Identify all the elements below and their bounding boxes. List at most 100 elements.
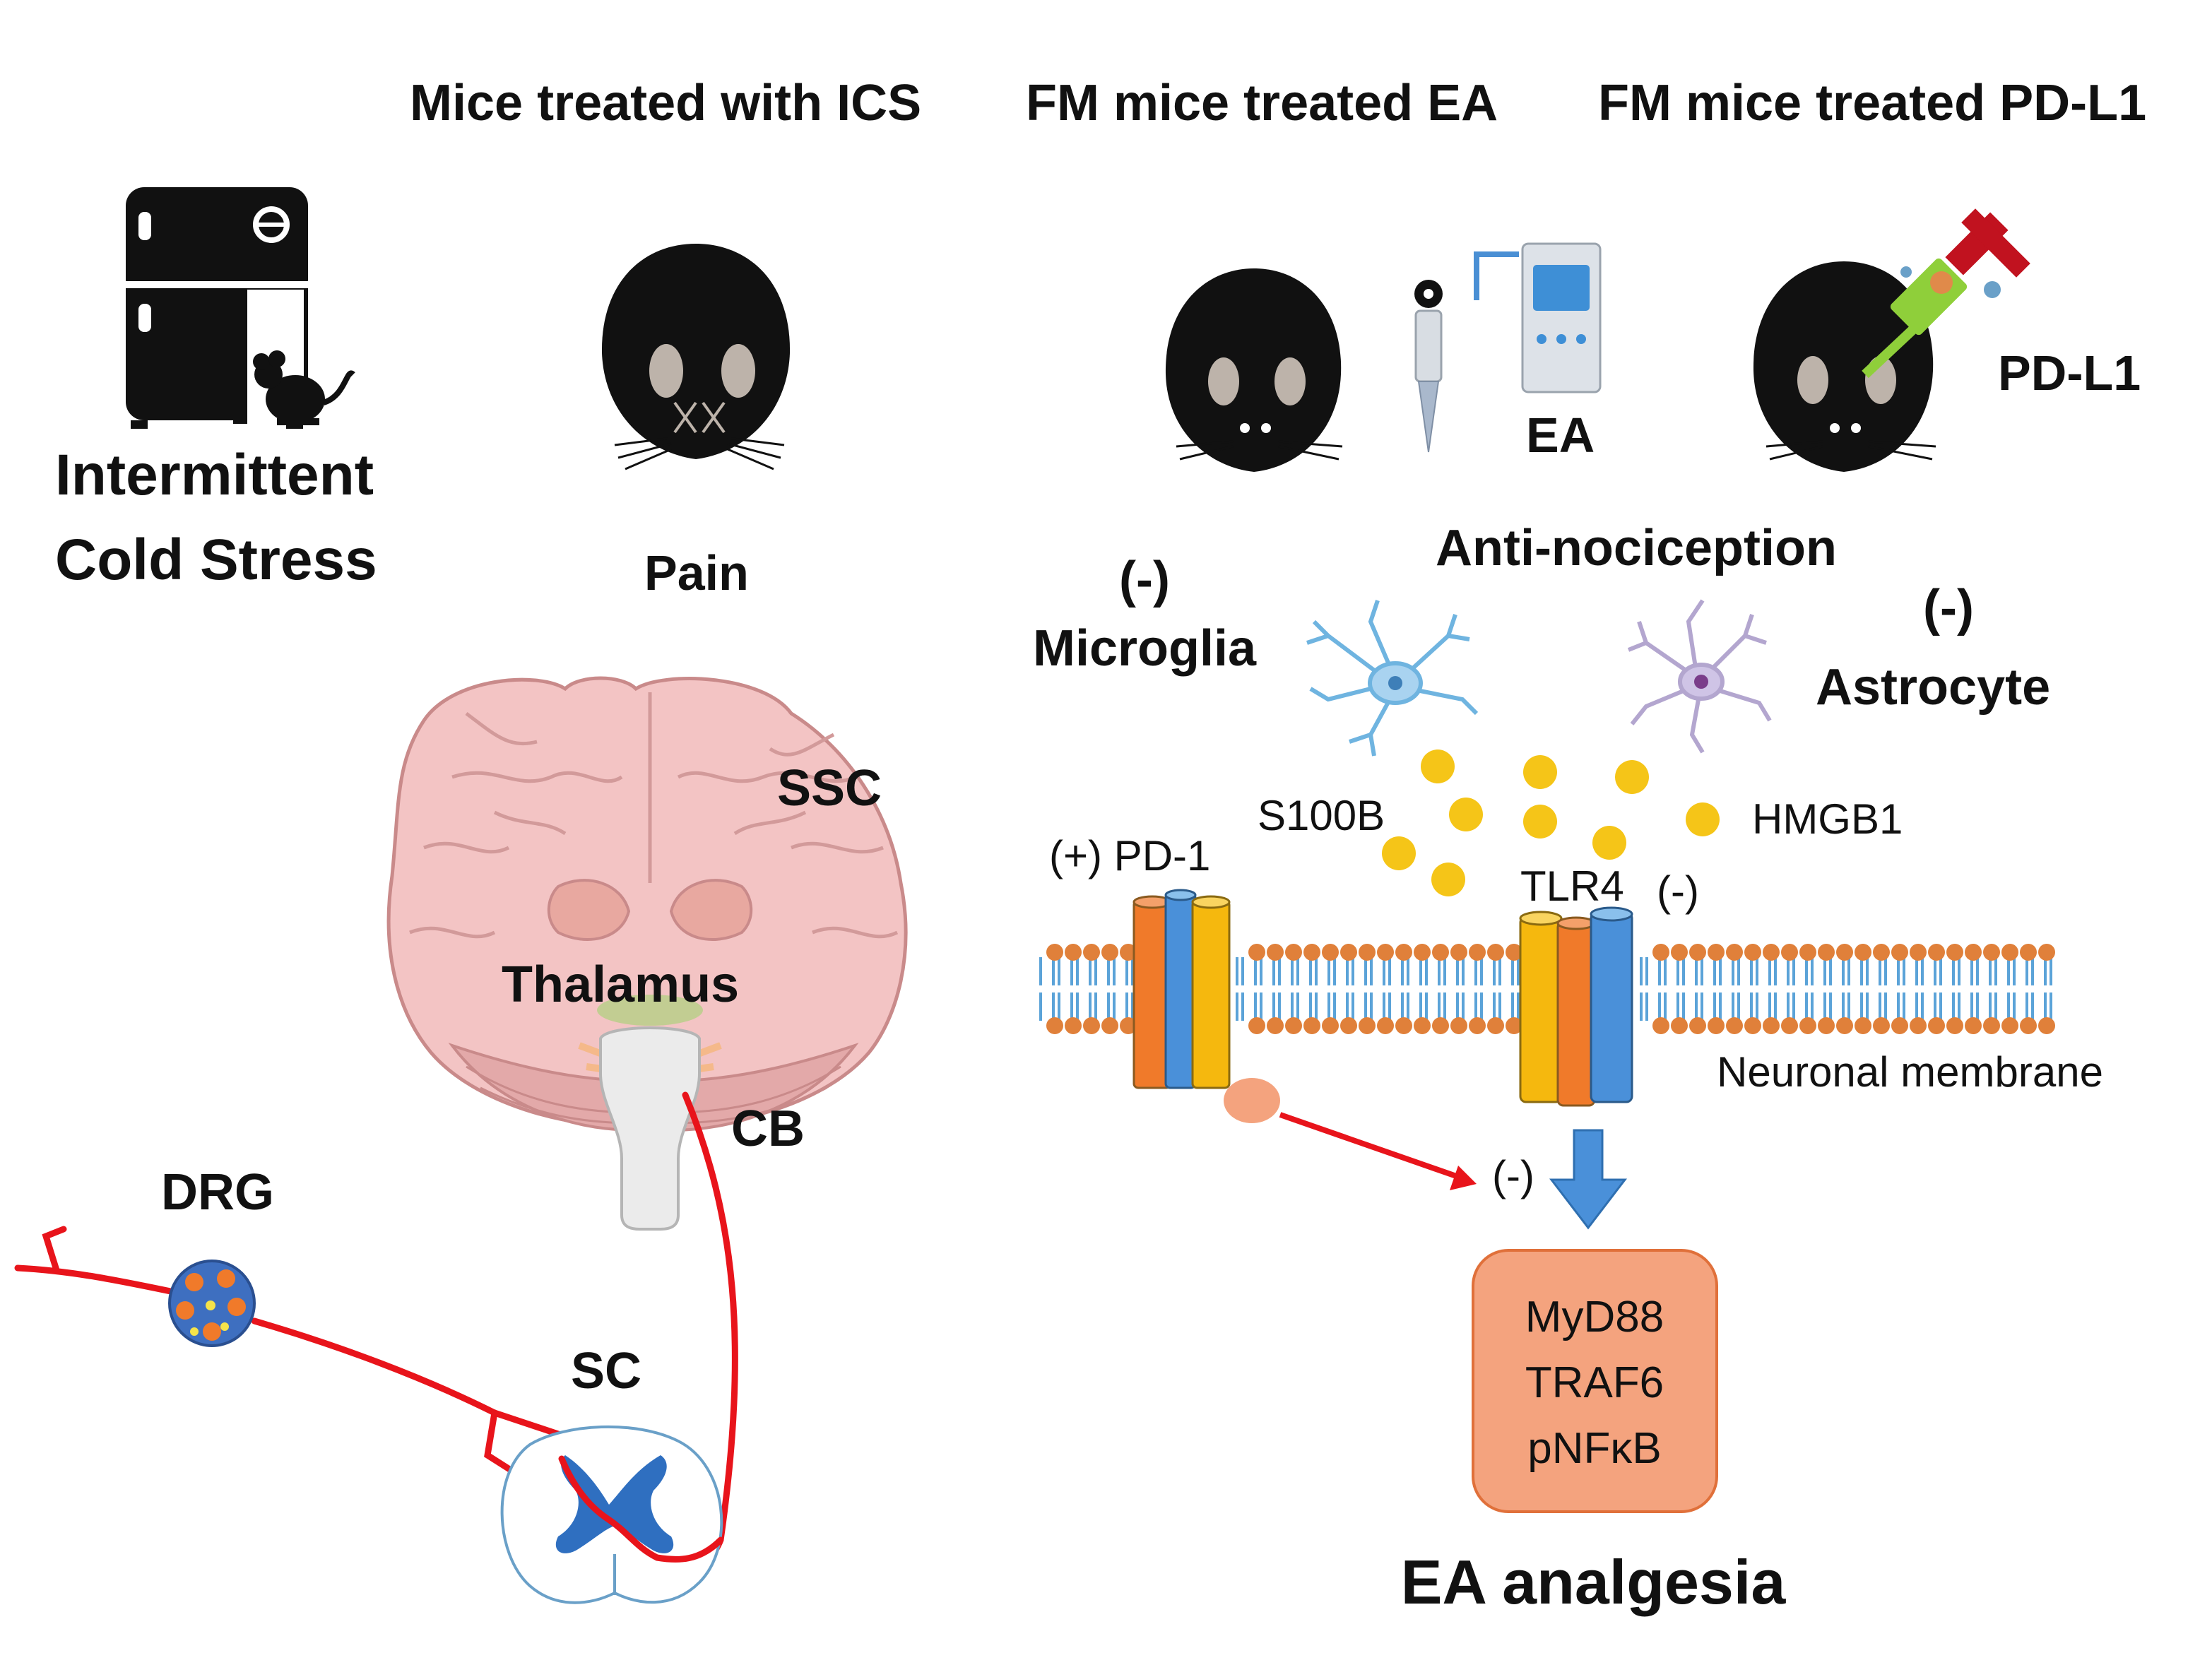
phospholipid-head — [1873, 944, 1890, 961]
inhibition-arrow-line — [1279, 1112, 1464, 1181]
phospholipid-head — [1432, 944, 1449, 961]
phospholipid-head — [1689, 1017, 1706, 1034]
phospholipid-head — [1506, 1017, 1522, 1034]
tlr4-receptor — [1519, 906, 1633, 1107]
phospholipid-head — [1671, 944, 1688, 961]
microglia-sign: (-) — [1119, 552, 1170, 608]
heading-pdl1: FM mice treated PD-L1 — [1598, 75, 2146, 131]
phospholipid-head — [1359, 1017, 1376, 1034]
phospholipid-head — [2020, 1017, 2037, 1034]
heading-ea: FM mice treated EA — [1026, 75, 1498, 131]
phospholipid-head — [1303, 1017, 1320, 1034]
phospholipid-head — [2038, 944, 2055, 961]
phospholipid-head — [1450, 1017, 1467, 1034]
cb-label: CB — [731, 1101, 805, 1157]
phospholipid-head — [2001, 944, 2018, 961]
phospholipid-head — [1285, 944, 1302, 961]
phospholipid-head — [1267, 944, 1284, 961]
phospholipid-head — [1083, 944, 1100, 961]
phospholipid-head — [1414, 944, 1431, 961]
phospholipid-head — [1285, 1017, 1302, 1034]
microglia-cell-icon — [1306, 600, 1479, 757]
phospholipid-head — [1432, 1017, 1449, 1034]
phospholipid-head — [1248, 1017, 1265, 1034]
phospholipid-head — [1065, 1017, 1082, 1034]
phospholipid-head — [1652, 1017, 1669, 1034]
thalamus-label: Thalamus — [502, 956, 739, 1013]
phospholipid-head — [1120, 1017, 1137, 1034]
phospholipid-head — [1506, 944, 1522, 961]
phospholipid-head — [1781, 1017, 1798, 1034]
ligand-particles — [1382, 749, 1720, 896]
phospholipid-head — [1965, 1017, 1982, 1034]
phospholipid-head — [1836, 1017, 1853, 1034]
phospholipid-head — [1395, 944, 1412, 961]
phospholipid-head — [1891, 944, 1908, 961]
phospholipid-head — [1799, 1017, 1816, 1034]
phospholipid-head — [1340, 944, 1357, 961]
phospholipid-head — [2038, 1017, 2055, 1034]
astrocyte-label: Astrocyte — [1816, 659, 2050, 716]
phospholipid-head — [1487, 1017, 1504, 1034]
phospholipid-head — [1763, 1017, 1780, 1034]
phospholipid-head — [1101, 944, 1118, 961]
drg-label: DRG — [161, 1164, 274, 1221]
downstream-item: pNFκB — [1527, 1424, 1661, 1473]
pathway-spinal-segment — [558, 1455, 724, 1563]
phospholipid-head — [1946, 944, 1963, 961]
ea-device-label: EA — [1526, 408, 1595, 463]
phospholipid-head — [1469, 944, 1486, 961]
phospholipid-head — [1983, 1017, 2000, 1034]
phospholipid-head — [1652, 944, 1669, 961]
phospholipid-head — [1322, 1017, 1339, 1034]
phospholipid-head — [1818, 1017, 1835, 1034]
phospholipid-head — [1046, 944, 1063, 961]
phospholipid-head — [1781, 944, 1798, 961]
pd1-label: (+) PD-1 — [1049, 832, 1210, 879]
pdl1-mouse-icon — [1753, 261, 1936, 472]
phospholipid-head — [1910, 944, 1927, 961]
phospholipid-head — [1671, 1017, 1688, 1034]
small-mouse-icon — [253, 350, 355, 425]
phospholipid-head — [1414, 1017, 1431, 1034]
pdl1-drug-label: PD-L1 — [1998, 345, 2141, 401]
phospholipid-head — [1799, 944, 1816, 961]
ics-label-line1: Intermittent — [55, 443, 374, 507]
ea-wire — [1474, 251, 1519, 300]
phospholipid-head — [1836, 944, 1853, 961]
phospholipid-head — [1322, 944, 1339, 961]
pain-label: Pain — [644, 545, 749, 600]
phospholipid-head — [1101, 1017, 1118, 1034]
phospholipid-head — [1377, 1017, 1394, 1034]
phospholipid-head — [1763, 944, 1780, 961]
astrocyte-cell-icon — [1627, 599, 1772, 754]
ea-stimulator-icon — [1521, 242, 1602, 393]
phospholipid-head — [1744, 1017, 1761, 1034]
phospholipid-head — [1946, 1017, 1963, 1034]
sc-label: SC — [571, 1343, 641, 1399]
microglia-label: Microglia — [1033, 620, 1257, 677]
fridge-icon — [126, 187, 308, 429]
phospholipid-head — [1120, 944, 1137, 961]
acupuncture-needle-icon — [1414, 280, 1443, 453]
phospholipid-head — [1065, 944, 1082, 961]
phospholipid-head — [1469, 1017, 1486, 1034]
adaptor-protein — [1224, 1078, 1280, 1123]
anti-nociception-label: Anti-nociception — [1436, 520, 1837, 576]
phospholipid-head — [2001, 1017, 2018, 1034]
phospholipid-head — [1395, 1017, 1412, 1034]
phospholipid-head — [1928, 944, 1945, 961]
pd1-receptor — [1132, 889, 1231, 1089]
astrocyte-sign: (-) — [1923, 580, 1974, 636]
phospholipid-head — [1689, 944, 1706, 961]
arrow-sign: (-) — [1492, 1152, 1534, 1199]
ssc-label: SSC — [777, 760, 882, 817]
phospholipid-head — [1377, 944, 1394, 961]
phospholipid-head — [1855, 944, 1871, 961]
downstream-box — [1472, 1249, 1718, 1513]
downstream-item: MyD88 — [1525, 1293, 1664, 1341]
phospholipid-head — [1083, 1017, 1100, 1034]
phospholipid-head — [1928, 1017, 1945, 1034]
